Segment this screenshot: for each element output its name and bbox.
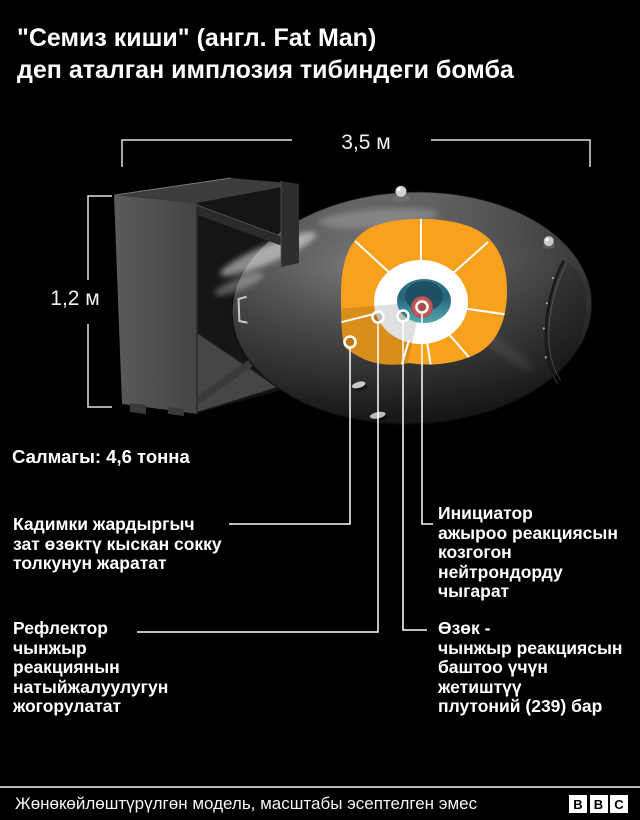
tail-fin-frame-front (196, 181, 300, 267)
callout-initiator: Инициатор ажыроо реакциясын козгогон ней… (438, 503, 618, 601)
footer-divider (0, 786, 640, 788)
bbc-logo: B B C (569, 795, 628, 813)
tail-cap-seam (544, 260, 565, 385)
page-title: "Семиз киши" (англ. Fat Man) деп аталган… (17, 24, 514, 84)
frame-front-panel (114, 195, 197, 414)
marker-initiator (415, 300, 429, 314)
frame-diagonal-brace (197, 205, 299, 252)
dimension-lines (87, 139, 591, 408)
shade-wedge (341, 302, 421, 365)
weight-label: Салмагы: 4,6 тонна (12, 446, 190, 467)
fuse-knob-top (392, 185, 411, 202)
callout-explosive: Кадимки жардыргыч зат өзөктү кыскан сокк… (13, 514, 222, 573)
bbc-logo-letter: C (610, 795, 628, 813)
callout-lines (137, 313, 433, 633)
length-bracket (121, 139, 591, 167)
line-initiator (421, 313, 433, 525)
marker-core (396, 309, 410, 323)
marker-reflector (371, 310, 385, 324)
tail-cap (545, 260, 587, 384)
bbc-logo-letter: B (589, 795, 608, 813)
line-explosive (229, 348, 351, 525)
line-reflector (137, 323, 379, 633)
dimension-height-label: 1,2 м (50, 287, 100, 310)
marker-explosive (343, 335, 357, 349)
callout-core: Өзөк - чынжыр реакциясын баштоо үчүн жет… (438, 618, 623, 716)
frame-top-face (115, 178, 299, 203)
nose-bracket (237, 295, 248, 324)
frame-back-post (281, 181, 299, 267)
height-bracket (87, 195, 112, 408)
footer-note: Жөнөкөйлөштүрүлгөн модель, масштабы эсеп… (15, 794, 478, 813)
bbc-logo-letter: B (569, 795, 587, 813)
callout-reflector: Рефлектор чынжыр реакциянын натыйжалуулу… (13, 618, 169, 716)
dimension-length-label: 3,5 м (341, 131, 391, 154)
line-core (402, 322, 427, 631)
part-markers (343, 300, 429, 349)
fuse-knob-right (542, 236, 555, 249)
